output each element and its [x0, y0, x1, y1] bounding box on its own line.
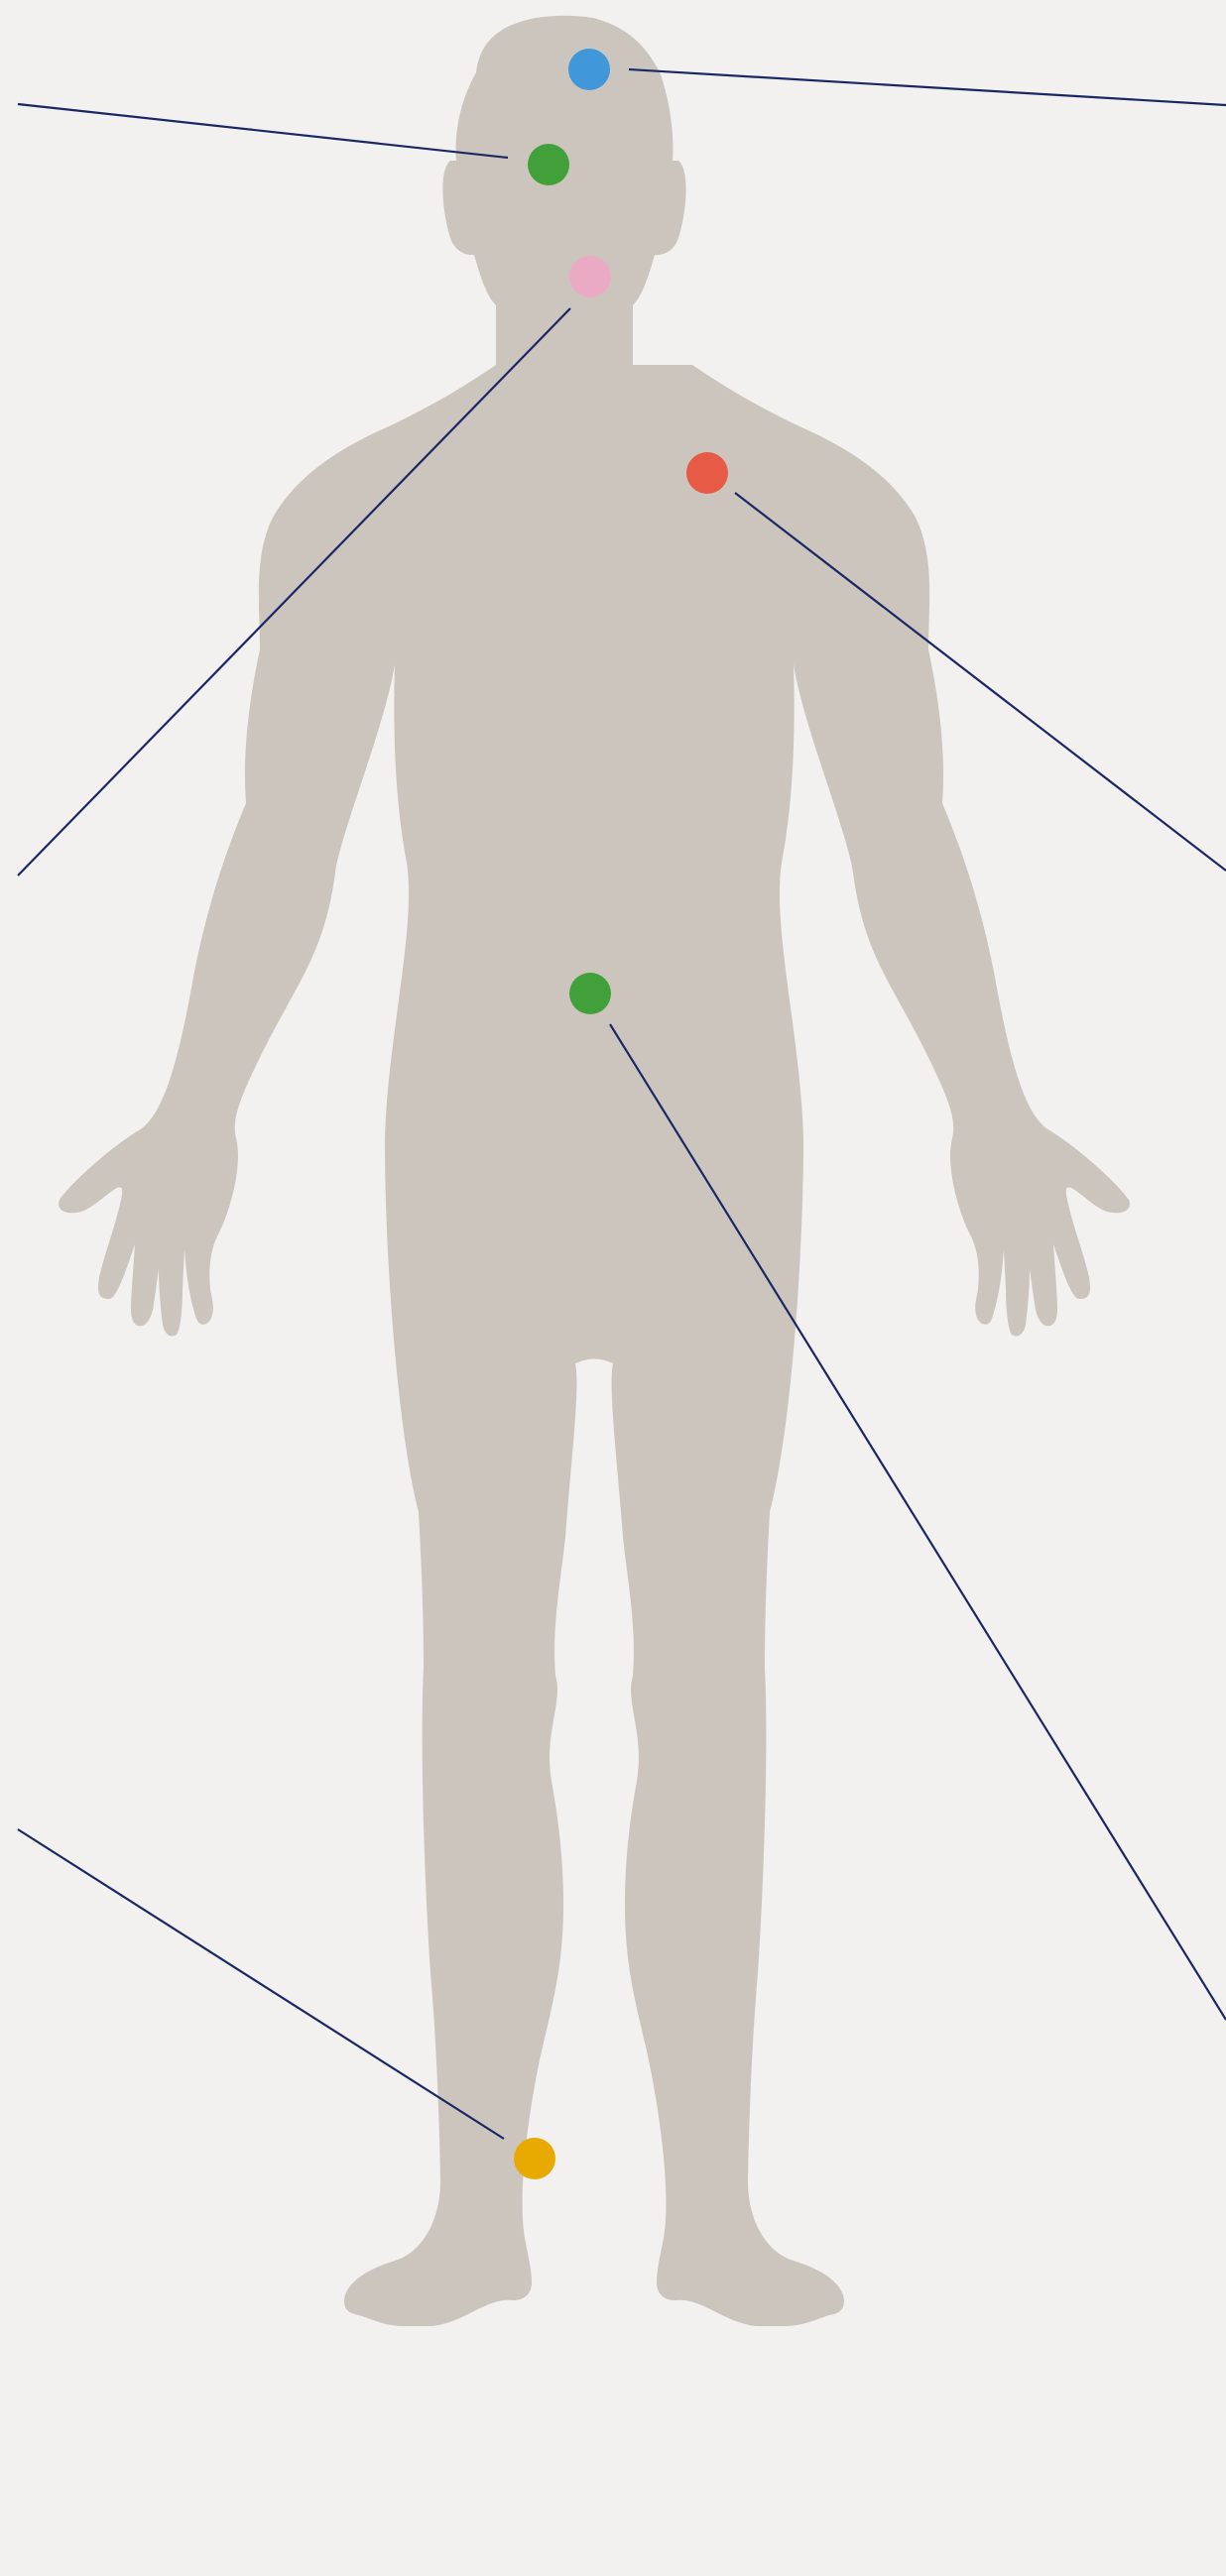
marker-shin-right[interactable]: [514, 2138, 555, 2179]
marker-abdomen[interactable]: [569, 973, 611, 1014]
marker-chin[interactable]: [569, 256, 611, 297]
marker-crown-of-head[interactable]: [568, 49, 610, 90]
marker-chest-right[interactable]: [686, 452, 728, 494]
marker-temple-left[interactable]: [528, 144, 569, 185]
